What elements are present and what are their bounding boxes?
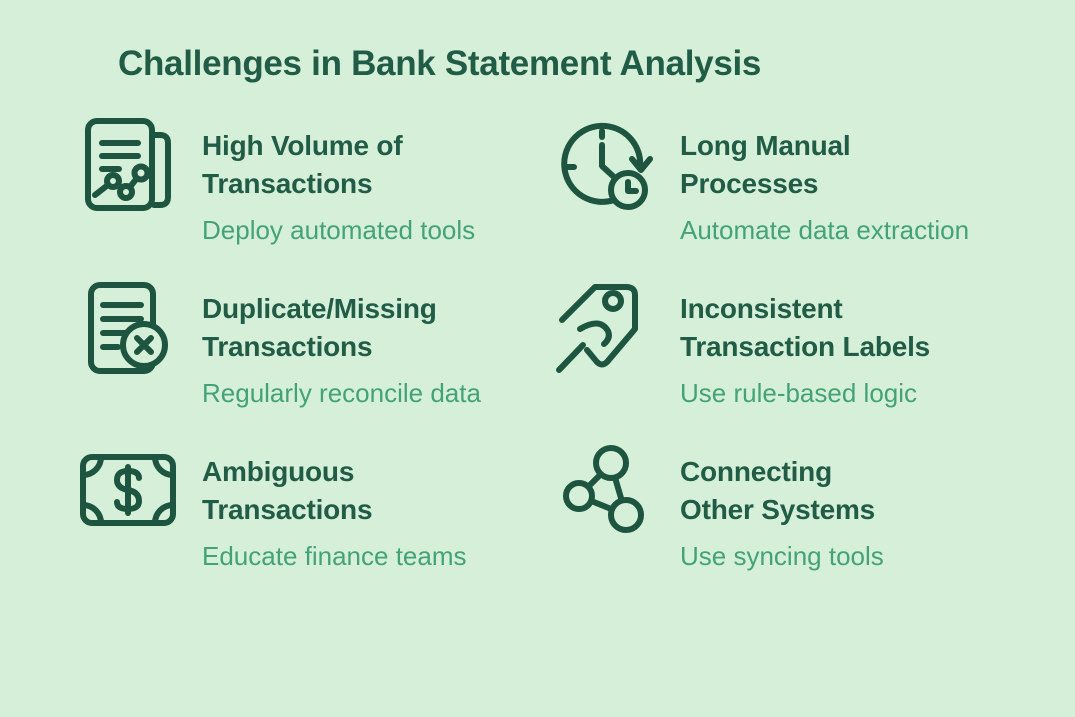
network-icon xyxy=(563,445,644,534)
challenge-tip: Educate finance teams xyxy=(202,541,467,572)
challenge-tip: Use syncing tools xyxy=(680,541,884,572)
challenge-tip: Regularly reconcile data xyxy=(202,378,481,409)
banknote-icon xyxy=(80,454,176,527)
statement-chart-icon xyxy=(85,118,171,212)
tag-icon xyxy=(556,284,638,374)
page-title: Challenges in Bank Statement Analysis xyxy=(118,44,762,83)
challenge-tip: Use rule-based logic xyxy=(680,378,918,409)
challenge-tip: Automate data extraction xyxy=(680,215,970,246)
clock-arrow-icon xyxy=(561,123,653,211)
challenge-tip: Deploy automated tools xyxy=(202,215,476,246)
document-x-icon xyxy=(88,282,168,375)
